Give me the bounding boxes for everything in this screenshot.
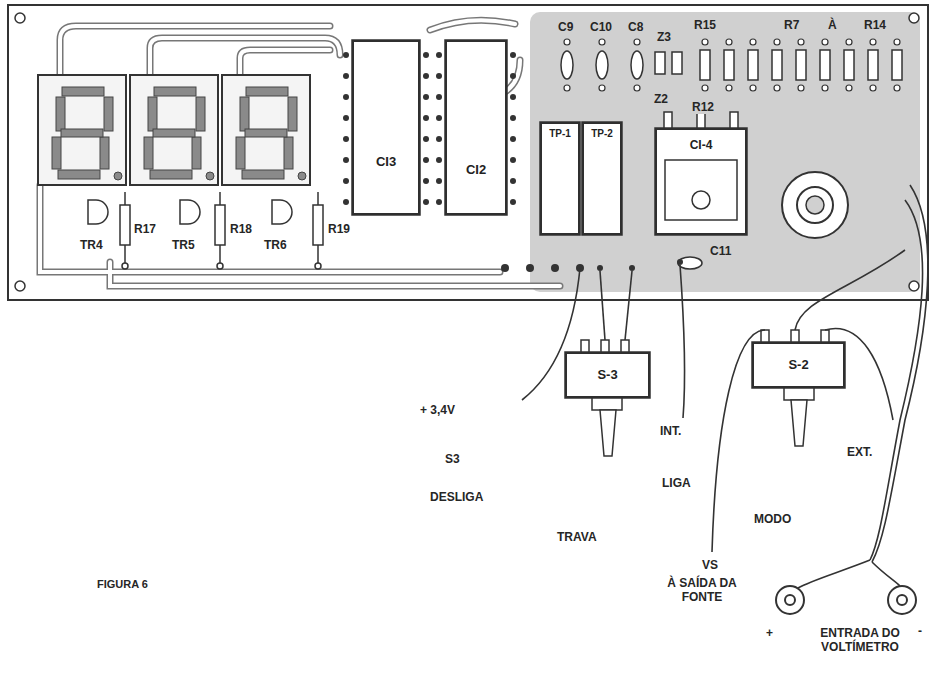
part-label: TP-1: [549, 128, 571, 139]
transistor-label: TR6: [262, 238, 289, 252]
switch-function: MODO: [752, 512, 793, 526]
transistor-label: TR4: [78, 238, 105, 252]
capacitor-label: C10: [588, 20, 614, 34]
resistor-label: R12: [690, 100, 716, 114]
switch-label: S3: [443, 452, 462, 466]
trimpot-box: TP-2: [582, 122, 622, 235]
polarity-sign: -: [916, 624, 924, 638]
part-label: CI3: [376, 154, 396, 169]
part-label: S-3: [597, 367, 617, 382]
ic-package: CI3: [352, 40, 420, 215]
switch-position: EXT.: [845, 445, 874, 459]
input-note: ENTRADA DO VOLTÍMETRO: [806, 626, 914, 655]
supply-label: + 3,4V: [418, 403, 457, 417]
switch-position: LIGA: [660, 476, 693, 490]
resistor-label: R19: [326, 222, 352, 236]
wire-note: À SAÍDA DA FONTE: [645, 576, 759, 605]
zener-label: Z3: [655, 30, 673, 44]
regulator-package: CI-4: [655, 128, 747, 235]
signal-name: VS: [700, 558, 720, 572]
zener-label: Z2: [652, 92, 670, 106]
capacitor-label: C11: [708, 244, 733, 258]
ic-package: CI2: [445, 40, 507, 215]
capacitor-label: C9: [556, 20, 575, 34]
resistor-label: R17: [132, 222, 158, 236]
toggle-switch: S-2: [752, 342, 845, 388]
part-label: TP-2: [591, 128, 613, 139]
resistor-label: R18: [228, 222, 254, 236]
part-label: CI-4: [690, 138, 713, 152]
figure-caption: FIGURA 6: [95, 578, 150, 591]
switch-position: INT.: [658, 424, 683, 438]
switch-function: TRAVA: [555, 530, 599, 544]
transistor-label: TR5: [170, 238, 197, 252]
toggle-switch: S-3: [565, 352, 650, 398]
resistor-label: R7: [782, 18, 801, 32]
part-label: S-2: [788, 357, 808, 372]
range-word: À: [826, 18, 839, 32]
resistor-label: R14: [862, 18, 888, 32]
trimpot-box: TP-1: [540, 122, 580, 235]
resistor-label: R15: [692, 18, 718, 32]
switch-position: DESLIGA: [428, 490, 485, 504]
capacitor-label: C8: [626, 20, 645, 34]
polarity-sign: +: [764, 626, 775, 640]
part-label: CI2: [466, 162, 486, 177]
